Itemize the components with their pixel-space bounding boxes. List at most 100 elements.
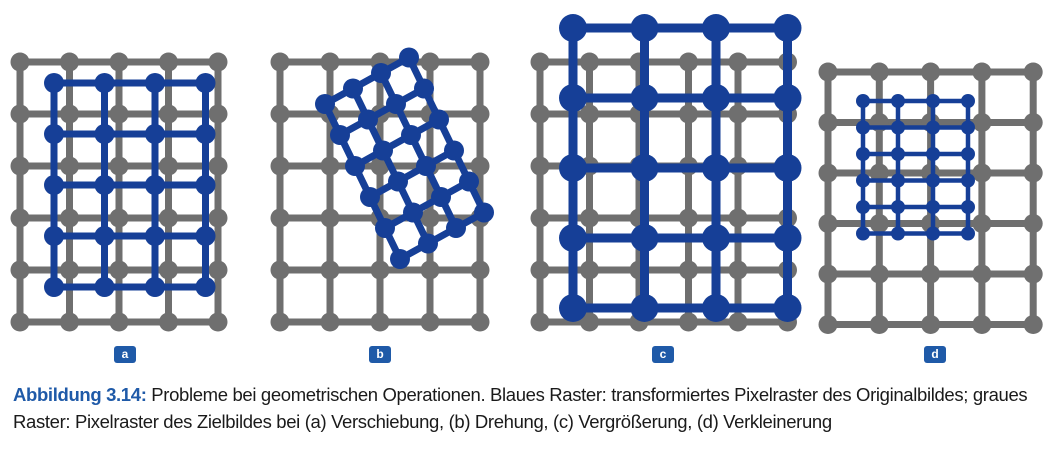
blue-node [459,171,479,192]
gray-node [818,214,838,233]
gray-node [159,156,178,176]
blue-node [94,277,115,297]
blue-node [702,84,730,112]
blue-grid [315,47,494,269]
gray-node [470,312,490,332]
blue-node [446,218,466,238]
gray-node [60,156,79,176]
gray-node [972,113,992,132]
blue-node [418,233,438,254]
gray-node [580,260,599,280]
panel-d-reduction [818,62,1043,334]
figure-caption: Abbildung 3.14: Probleme bei geometrisch… [13,381,1043,435]
gray-node [869,163,889,183]
gray-node [208,104,228,124]
blue-node [773,154,802,182]
blue-node [44,226,64,246]
gray-node [530,52,550,72]
panel-label-d: d [924,346,946,363]
gray-node [270,104,290,124]
blue-node [559,294,587,322]
blue-node [961,147,975,161]
blue-node [444,140,464,161]
gray-node [320,312,340,332]
gray-node [320,208,340,228]
blue-node [856,200,870,214]
blue-node [926,173,940,188]
blue-node [702,14,730,42]
blue-node [44,277,64,297]
blue-node [559,14,587,42]
blue-node [961,94,975,108]
blue-row-line [321,54,413,108]
gray-node [320,52,340,72]
blue-node [330,125,350,145]
blue-node [891,226,905,241]
blue-node [416,156,436,176]
blue-node [891,120,905,135]
blue-node [343,78,363,99]
gray-node [869,264,889,284]
blue-node [559,154,587,182]
blue-node [386,94,406,114]
blue-node [145,226,165,246]
blue-node [401,125,421,145]
gray-node [208,208,228,228]
blue-node [630,84,659,112]
gray-node [420,260,440,280]
gray-node [921,315,941,334]
gray-node [869,315,889,334]
blue-node [145,124,165,144]
gray-node [679,208,698,228]
blue-row-line [351,116,443,170]
blue-node [926,200,940,214]
gray-node [728,208,748,228]
blue-node [926,94,940,108]
blue-node [856,173,870,188]
gray-node [1023,315,1043,334]
gray-node [580,52,599,72]
gray-node [818,113,838,132]
blue-node [891,147,905,161]
gray-node [109,312,129,332]
gray-node [159,208,178,228]
gray-node [530,312,550,332]
blue-node [630,14,659,42]
figure-grids [10,14,1043,334]
gray-node [818,315,838,334]
gray-node [921,62,941,82]
gray-node [470,52,490,72]
blue-node [773,294,802,322]
gray-node [470,104,490,124]
blue-grid [44,73,216,297]
gray-node [370,260,390,280]
gray-node [420,52,440,72]
blue-node [371,63,391,83]
gray-node [208,260,228,280]
blue-node [414,78,434,99]
gray-node [818,62,838,82]
gray-node [60,104,79,124]
blue-node [961,173,975,188]
blue-node [94,226,115,246]
panel-label-b: b [369,346,391,363]
blue-node [474,202,494,223]
blue-node [926,226,940,241]
blue-node [429,109,449,130]
gray-node [972,163,992,183]
blue-node [94,73,115,93]
blue-node [961,226,975,241]
blue-node [390,249,410,269]
blue-node [44,124,64,144]
blue-node [856,226,870,241]
blue-node [773,14,802,42]
gray-node [818,264,838,284]
gray-node [580,312,599,332]
gray-node [109,260,129,280]
blue-row-line [336,85,428,139]
panel-label-c: c [652,346,674,363]
blue-row-line [396,209,488,263]
blue-node [403,202,423,223]
gray-node [320,156,340,176]
gray-node [109,52,129,72]
